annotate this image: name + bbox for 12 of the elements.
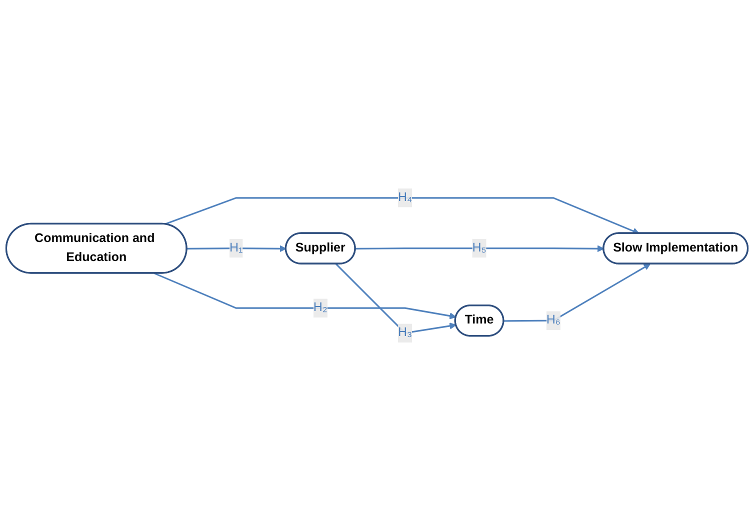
arrow: [164, 197, 640, 234]
edge-label: H₆: [546, 314, 560, 327]
edge-label: H₂: [313, 301, 328, 314]
arrow: [335, 263, 456, 334]
arrow: [154, 272, 456, 320]
arrow: [355, 245, 604, 252]
edge-label: H₅: [472, 241, 486, 255]
edge-label: H₄: [398, 190, 412, 204]
arrow: [504, 264, 651, 322]
edge-label: H₁: [229, 241, 243, 255]
arrow: [186, 245, 286, 252]
edge-label: H₃: [398, 326, 412, 340]
